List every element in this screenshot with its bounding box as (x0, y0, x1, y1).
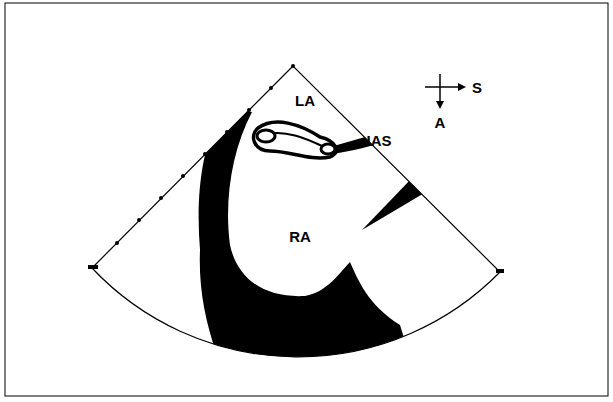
chamber-label: RA (289, 229, 311, 244)
orientation-label: A (435, 115, 446, 130)
structure-label: IAS (366, 133, 391, 148)
orientation-cross (425, 74, 466, 109)
septal-occluder (254, 122, 337, 158)
chamber-label: LA (295, 93, 315, 108)
orientation-label: S (472, 80, 482, 95)
heart-walls (199, 108, 426, 390)
sector-outline (92, 66, 500, 357)
frame (5, 3, 608, 396)
depth-markers (88, 64, 504, 273)
